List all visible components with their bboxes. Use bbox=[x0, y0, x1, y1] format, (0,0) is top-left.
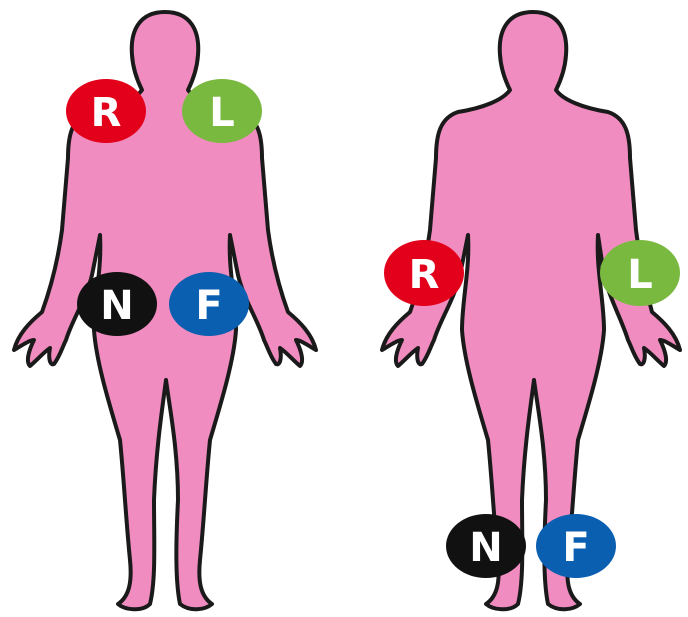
left-electrode-l: L bbox=[182, 79, 262, 143]
left-electrode-n-label: N bbox=[100, 283, 133, 329]
right-body-silhouette bbox=[382, 12, 680, 609]
left-electrode-l-label: L bbox=[209, 90, 235, 136]
right-electrode-n-label: N bbox=[469, 525, 502, 571]
right-body-figure bbox=[382, 12, 680, 609]
right-electrode-r: R bbox=[384, 240, 464, 306]
left-electrode-n: N bbox=[77, 272, 157, 336]
left-body-silhouette bbox=[14, 12, 316, 609]
left-body-figure bbox=[14, 12, 316, 609]
left-electrode-r-label: R bbox=[91, 90, 122, 136]
right-electrode-r-label: R bbox=[409, 252, 440, 298]
right-electrode-l: L bbox=[600, 240, 680, 306]
right-electrode-f: F bbox=[536, 514, 616, 578]
left-electrode-f-label: F bbox=[195, 283, 222, 329]
left-electrode-f: F bbox=[169, 272, 249, 336]
right-electrode-n: N bbox=[446, 514, 526, 578]
left-electrode-r: R bbox=[66, 79, 146, 143]
right-electrode-l-label: L bbox=[627, 252, 653, 298]
right-electrode-f-label: F bbox=[562, 525, 589, 571]
